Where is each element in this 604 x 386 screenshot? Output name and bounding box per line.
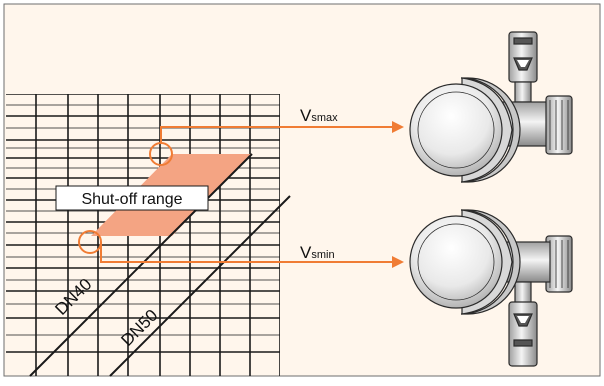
- curve-dn50: [109, 195, 291, 377]
- top-cable-gland: [545, 95, 573, 155]
- vmin-arrow: [100, 242, 404, 268]
- bottom-housing-rim: [460, 209, 521, 315]
- level-switch-bottom: [409, 209, 573, 367]
- bottom-housing: [409, 215, 503, 309]
- level-switch-top: [409, 31, 573, 183]
- vmax-label: Vsmax: [300, 106, 338, 125]
- bottom-fork-body: [508, 301, 538, 367]
- vmax-arrow: [160, 121, 404, 143]
- shutoff-label: Shut-off range: [81, 191, 182, 208]
- vmin-label: Vsmin: [300, 243, 335, 262]
- curve-dn40: [29, 153, 253, 377]
- shutoff-label-box: [55, 185, 209, 211]
- top-housing: [409, 83, 503, 177]
- top-housing-rim: [460, 77, 521, 183]
